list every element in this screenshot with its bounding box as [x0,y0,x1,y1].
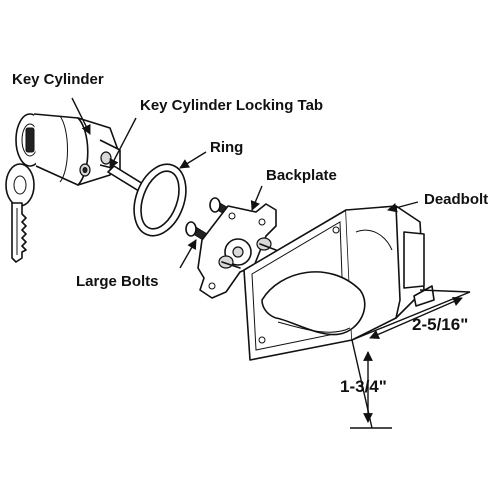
label-key-cylinder: Key Cylinder [12,71,104,88]
label-deadbolt: Deadbolt [424,191,488,208]
label-dimension-height: 1-3/4" [340,377,387,396]
key-illustration [5,163,35,263]
leader-lines [71,97,419,269]
label-large-bolts: Large Bolts [76,273,159,290]
label-backplate: Backplate [266,167,337,184]
label-ring: Ring [210,139,243,156]
label-key-cylinder-locking-tab: Key Cylinder Locking Tab [140,97,323,114]
label-dimension-width: 2-5/16" [412,315,468,334]
ring [133,163,187,237]
key-cylinder [15,113,121,186]
dimension-guides [350,289,471,429]
